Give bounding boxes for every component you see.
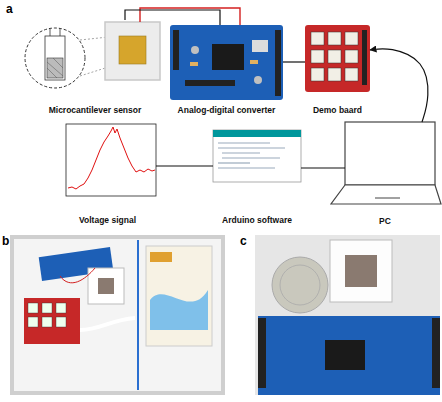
- component-label: Demo baard: [313, 105, 362, 115]
- adc-node: Analog-digital converter: [170, 25, 283, 100]
- wire-connector: [156, 165, 213, 166]
- wire-connector: [301, 167, 345, 168]
- demo-board: [305, 25, 370, 92]
- component-label: Arduino software: [222, 215, 292, 225]
- board-node: Demo baard: [305, 25, 370, 92]
- component-label: Microcantilever sensor: [49, 105, 142, 115]
- photo-c: [255, 235, 440, 395]
- software-node: Arduino software: [213, 130, 301, 182]
- wire-connector: [125, 10, 220, 25]
- panel-letter: c: [240, 234, 247, 248]
- arduino-window: [213, 130, 301, 182]
- laptop: [331, 122, 441, 204]
- wire-connector: [370, 49, 428, 122]
- wire: [140, 8, 240, 25]
- adc-board: [170, 25, 283, 100]
- pc-node: PC: [330, 122, 440, 206]
- plot-node: Voltage signal: [55, 118, 160, 206]
- panel-letter: b: [2, 234, 9, 248]
- wire-connector: [283, 61, 305, 62]
- photo-b: [10, 235, 225, 395]
- voltage-plot: [66, 124, 156, 196]
- sensor-node: Microcantilever sensor: [25, 20, 165, 95]
- component-label: PC: [379, 216, 391, 226]
- sensor-illustration: [25, 22, 160, 88]
- panel-letter: a: [6, 2, 13, 16]
- component-label: Analog-digital converter: [178, 105, 276, 115]
- component-label: Voltage signal: [79, 215, 136, 225]
